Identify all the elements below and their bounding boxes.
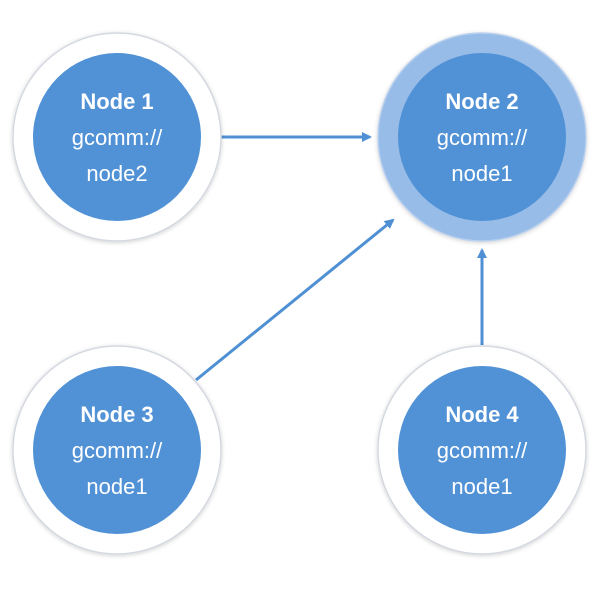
- node-1-line1: gcomm://: [72, 125, 163, 150]
- node-2-title: Node 2: [445, 89, 518, 114]
- node-2-line2: node1: [451, 161, 512, 186]
- node-4-line1: gcomm://: [437, 438, 528, 463]
- node-3-line2: node1: [86, 474, 147, 499]
- node-2: Node 2 gcomm:// node1: [377, 32, 587, 242]
- node-3-title: Node 3: [80, 402, 153, 427]
- node-4: Node 4 gcomm:// node1: [377, 345, 587, 555]
- node-4-title: Node 4: [445, 402, 519, 427]
- edges: [195, 132, 487, 382]
- edge-node3-to-node2: [195, 218, 395, 382]
- node-2-line1: gcomm://: [437, 125, 528, 150]
- node-1-title: Node 1: [80, 89, 153, 114]
- node-4-core: [398, 366, 566, 534]
- node-4-line2: node1: [451, 474, 512, 499]
- node-1-line2: node2: [86, 161, 147, 186]
- node-1-core: [33, 53, 201, 221]
- node-3-core: [33, 366, 201, 534]
- node-3-line1: gcomm://: [72, 438, 163, 463]
- node-2-core: [398, 53, 566, 221]
- node-3: Node 3 gcomm:// node1: [12, 345, 222, 555]
- node-1: Node 1 gcomm:// node2: [12, 32, 222, 242]
